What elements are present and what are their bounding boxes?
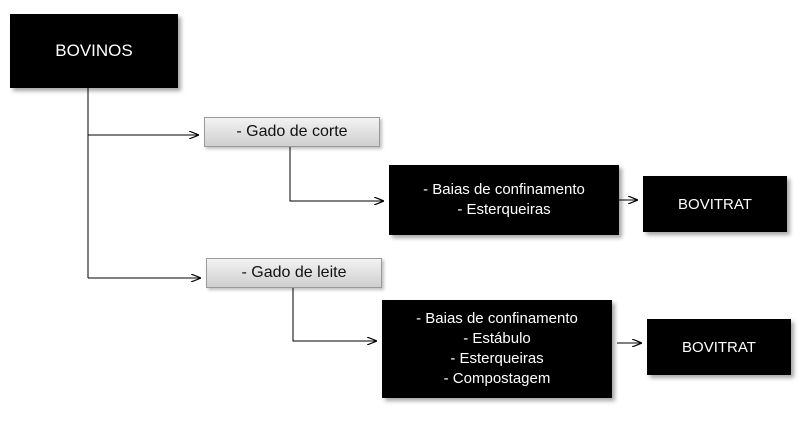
facilities-list-leite: - Baias de confinamento - Estábulo - Est… bbox=[382, 300, 612, 398]
output-label: BOVITRAT bbox=[682, 338, 756, 356]
arrow-leite-to-list bbox=[292, 288, 376, 341]
facility-item: - Baias de confinamento bbox=[423, 181, 585, 198]
facility-item: - Baias de confinamento bbox=[416, 310, 578, 327]
facility-item: - Estábulo bbox=[463, 330, 531, 347]
arrow-corte-to-list bbox=[289, 147, 383, 201]
category-node-gado-corte: - Gado de corte bbox=[204, 117, 380, 147]
facility-item: - Compostagem bbox=[443, 370, 551, 387]
output-label: BOVITRAT bbox=[678, 195, 752, 213]
facility-item: - Esterqueiras bbox=[450, 350, 544, 367]
output-node-bovitrat-corte: BOVITRAT bbox=[643, 176, 787, 232]
category-node-gado-leite: - Gado de leite bbox=[206, 258, 382, 288]
category-label: - Gado de corte bbox=[236, 123, 348, 140]
facilities-list-corte: - Baias de confinamento - Esterqueiras bbox=[389, 165, 619, 235]
output-node-bovitrat-leite: BOVITRAT bbox=[647, 319, 791, 375]
root-node-bovinos: BOVINOS bbox=[10, 14, 178, 88]
root-node-label: BOVINOS bbox=[55, 41, 133, 60]
category-label: - Gado de leite bbox=[241, 264, 347, 281]
facility-item: - Esterqueiras bbox=[457, 201, 551, 218]
